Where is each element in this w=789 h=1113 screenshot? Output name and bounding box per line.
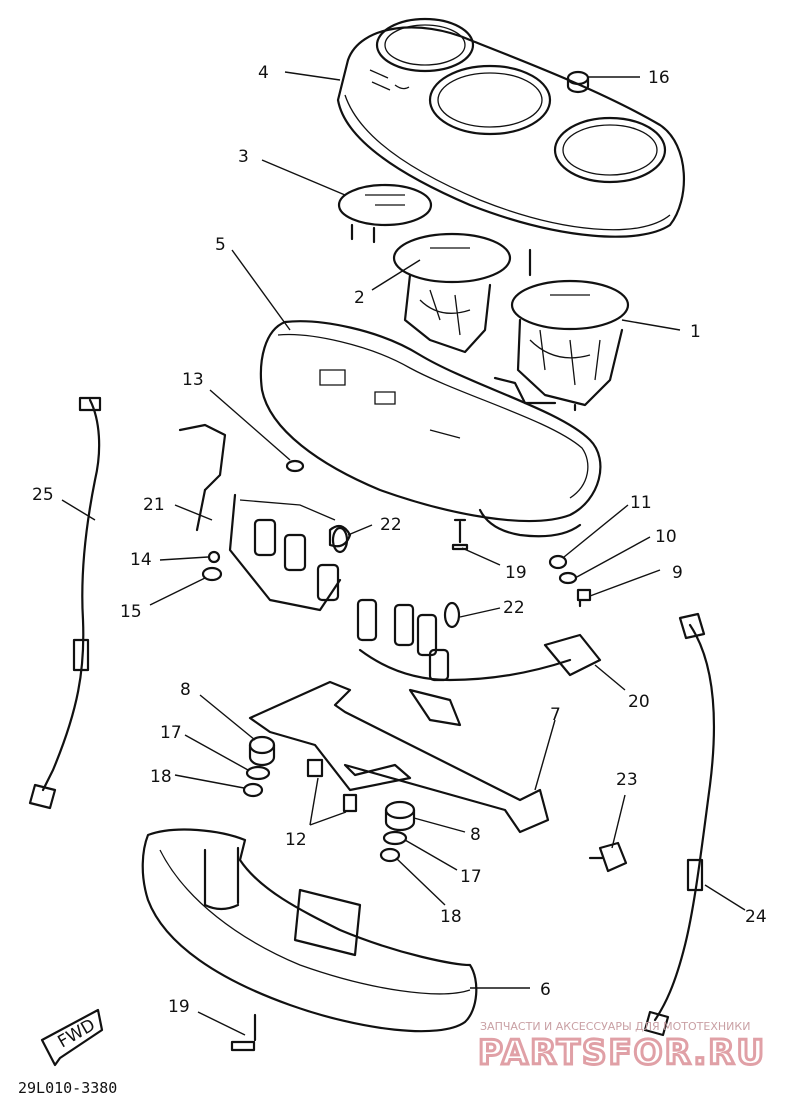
callout-12: 12 bbox=[285, 830, 307, 850]
watermark: ЗАПЧАСТИ И АКСЕССУАРЫ ДЛЯ МОТОТЕХНИКИ PA… bbox=[477, 1020, 766, 1075]
part-9-10-11-fasteners bbox=[548, 554, 592, 608]
fwd-arrow-icon: FWD bbox=[40, 1008, 104, 1067]
callout-17-left: 17 bbox=[160, 723, 182, 743]
callout-7: 7 bbox=[550, 705, 561, 725]
callout-22-upper: 22 bbox=[380, 515, 402, 535]
part-14-15-grommet-nut bbox=[201, 550, 223, 582]
part-24-speedo-cable bbox=[643, 612, 715, 1037]
part-1-speedometer bbox=[493, 279, 630, 412]
part-23-knob bbox=[588, 841, 628, 873]
callout-5: 5 bbox=[215, 235, 226, 255]
callout-19-lower: 19 bbox=[168, 997, 190, 1017]
callout-18-left: 18 bbox=[150, 767, 172, 787]
callout-11: 11 bbox=[630, 493, 652, 513]
callout-24: 24 bbox=[745, 907, 767, 927]
callout-labels: 4 16 3 5 2 1 13 25 21 22 11 10 14 19 9 1… bbox=[32, 63, 767, 1017]
part-25-tacho-cable bbox=[28, 396, 102, 810]
part-4-meter-cover bbox=[336, 17, 685, 238]
part-13-nut bbox=[285, 459, 305, 473]
part-5-meter-case bbox=[259, 320, 602, 538]
callout-18-right: 18 bbox=[440, 907, 462, 927]
diagram-code: 29L010-3380 bbox=[18, 1079, 117, 1097]
callout-20: 20 bbox=[628, 692, 650, 712]
callout-2: 2 bbox=[354, 288, 365, 308]
callout-21: 21 bbox=[143, 495, 165, 515]
part-8-17-18-right-stack bbox=[379, 800, 416, 863]
part-3-indicator-panel bbox=[337, 183, 433, 244]
part-6-lower-cover bbox=[141, 828, 478, 1033]
part-8-17-18-left-stack bbox=[242, 735, 276, 798]
part-19-screw-lower bbox=[230, 1013, 257, 1052]
callout-17-right: 17 bbox=[460, 867, 482, 887]
callout-10: 10 bbox=[655, 527, 677, 547]
callout-3: 3 bbox=[238, 147, 249, 167]
callout-23: 23 bbox=[616, 770, 638, 790]
callout-9: 9 bbox=[672, 563, 683, 583]
callout-4: 4 bbox=[258, 63, 269, 83]
part-19-screw-upper bbox=[451, 518, 469, 551]
watermark-brand: PARTSFOR.RU bbox=[478, 1033, 766, 1073]
callout-8-right: 8 bbox=[470, 825, 481, 845]
part-16-cap bbox=[566, 70, 590, 94]
watermark-tagline: ЗАПЧАСТИ И АКСЕССУАРЫ ДЛЯ МОТОТЕХНИКИ bbox=[480, 1020, 750, 1033]
callout-15: 15 bbox=[120, 602, 142, 622]
part-21-socket-harness bbox=[178, 423, 352, 612]
callout-6: 6 bbox=[540, 980, 551, 1000]
callout-16: 16 bbox=[648, 68, 670, 88]
part-12-collars bbox=[306, 758, 358, 813]
leader-lines bbox=[61, 71, 746, 1036]
callout-25: 25 bbox=[32, 485, 54, 505]
part-2-tachometer bbox=[392, 232, 532, 354]
callout-13: 13 bbox=[182, 370, 204, 390]
callout-14: 14 bbox=[130, 550, 152, 570]
callout-19-upper: 19 bbox=[505, 563, 527, 583]
callout-8-left: 8 bbox=[180, 680, 191, 700]
callout-22-lower: 22 bbox=[503, 598, 525, 618]
part-7-bracket bbox=[248, 680, 550, 834]
callout-1: 1 bbox=[690, 322, 701, 342]
part-20-lamp-harness bbox=[356, 598, 602, 727]
part-22-bulbs bbox=[331, 526, 461, 629]
